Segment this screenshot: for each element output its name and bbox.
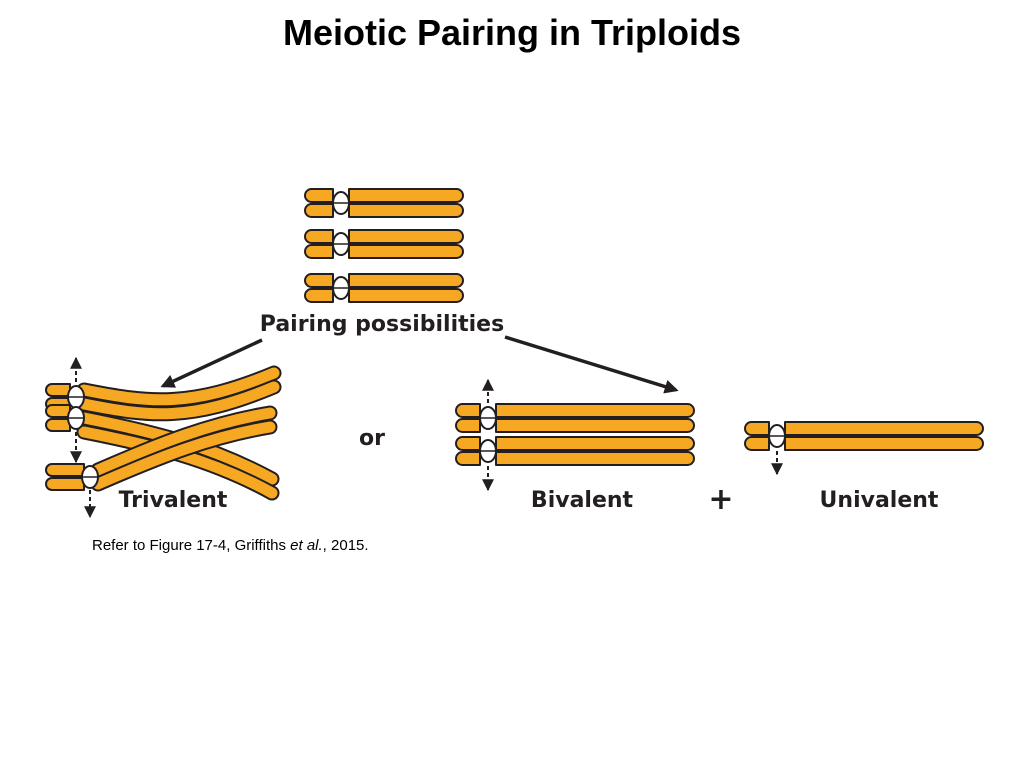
pairing-possibilities-label: Pairing possibilities [260,312,504,337]
bivalent-chromosome-2 [455,436,695,466]
top-chromosome-1 [304,188,464,218]
arrow-to-bivalent [504,335,679,394]
univalent-label: Univalent [820,488,939,513]
trivalent-chromosome-3 [45,405,278,492]
bivalent-label: Bivalent [531,488,634,513]
top-chromosome-2 [304,229,464,259]
trivalent-label: Trivalent [119,488,228,513]
bivalent-chromosome-1 [455,403,695,433]
slide-title: Meiotic Pairing in Triploids [282,12,742,53]
citation-prefix: Refer to Figure 17-4, Griffiths [92,537,291,554]
arrow-to-trivalent [160,338,263,388]
citation: Refer to Figure 17-4, Griffiths et al., … [92,537,369,554]
citation-italic: et al. [290,537,323,554]
citation-suffix: , 2015. [322,537,369,554]
or-label: or [359,426,385,451]
plus-sign: + [708,482,733,517]
univalent-chromosome [744,421,984,451]
top-chromosome-3 [304,273,464,303]
